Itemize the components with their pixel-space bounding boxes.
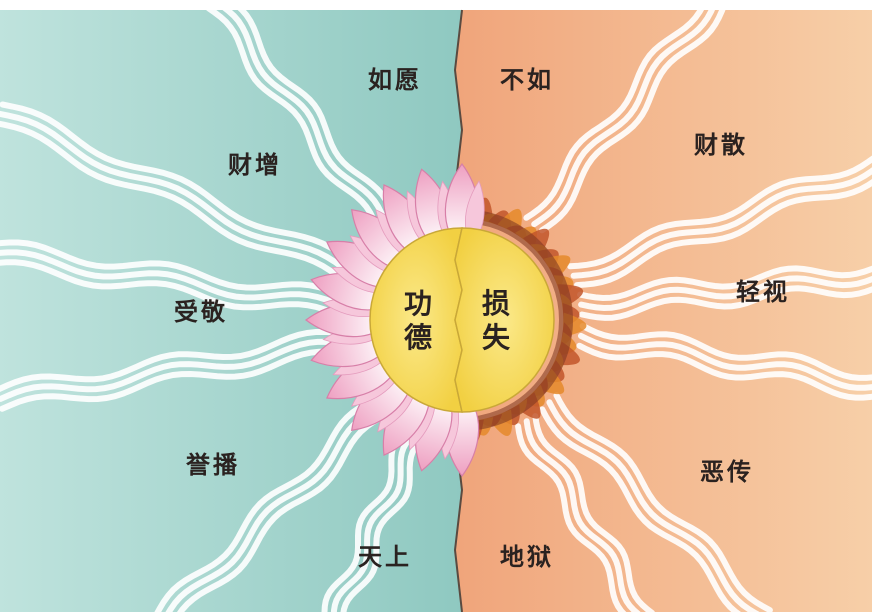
label-heaven: 天上	[358, 542, 412, 571]
label-bad-reputation: 恶传	[700, 457, 754, 486]
loss-char-2: 失	[481, 321, 510, 354]
label-wish-fulfilled: 如愿	[368, 65, 422, 94]
label-not-as-wished: 不如	[500, 65, 554, 94]
loss-label: 损 失	[478, 287, 514, 355]
loss-rays	[515, 10, 872, 612]
merit-char-2: 德	[403, 321, 432, 354]
loss-sun-half	[454, 227, 555, 413]
merit-sun-half	[369, 227, 463, 413]
label-respected: 受敬	[174, 297, 228, 326]
label-looked-down-upon: 轻视	[736, 277, 790, 306]
loss-char-1: 损	[481, 287, 510, 320]
merit-char-1: 功	[403, 287, 432, 320]
label-fame-spreads: 誉播	[186, 450, 240, 479]
label-hell: 地狱	[500, 542, 554, 571]
label-wealth-scatters: 财散	[694, 130, 748, 159]
label-wealth-increase: 财增	[228, 150, 282, 179]
merit-label: 功 德	[400, 287, 436, 355]
merit-rays	[0, 10, 430, 612]
